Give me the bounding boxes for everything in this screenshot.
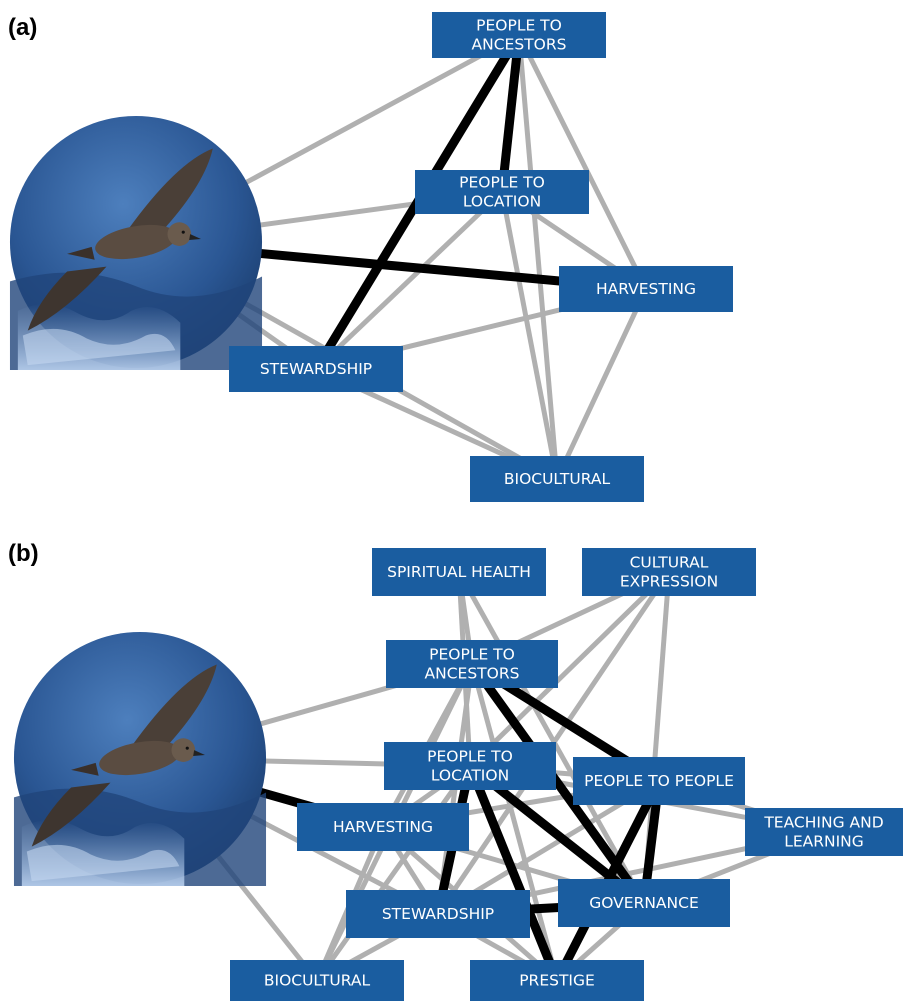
panel-a-node-stewardship-box — [229, 346, 403, 392]
panel-b-node-governance-box — [558, 879, 730, 927]
panel-b-node-harvesting-label-0: HARVESTING — [333, 818, 433, 836]
panel-b-node-stewardship-label-0: STEWARDSHIP — [382, 905, 494, 923]
panel-b-node-spiritual: SPIRITUAL HEALTH — [372, 548, 546, 596]
panel-b-node-prestige: PRESTIGE — [470, 960, 644, 1001]
panel-b-node-biocultural-label-0: BIOCULTURAL — [264, 972, 371, 990]
panel-b-node-prestige-box — [470, 960, 644, 1001]
panel-a-node-harvesting-box — [559, 266, 733, 312]
panel-b-node-location-label-1: LOCATION — [431, 767, 509, 785]
panel-a-node-harvesting-label-0: HARVESTING — [596, 280, 696, 298]
panel-a-node-harvesting: HARVESTING — [559, 266, 733, 312]
panel-a-node-biocultural-box — [470, 456, 644, 502]
panel-b-node-location-label-0: PEOPLE TO — [427, 748, 513, 766]
panel-b-node-cultural-label-0: CULTURAL — [630, 554, 709, 572]
panel-a-label: (a) — [8, 14, 38, 41]
panel-b-edge-cultural-location — [468, 570, 671, 768]
panel-b-bird-photo — [13, 631, 267, 886]
panel-b-node-spiritual-label-0: SPIRITUAL HEALTH — [387, 563, 531, 581]
panel-a-node-ancestors-label-1: ANCESTORS — [472, 36, 567, 54]
panel-b-edge-location-prestige — [465, 764, 562, 983]
panel-b-node-people-label-0: PEOPLE TO PEOPLE — [584, 772, 734, 790]
panel-b-node-stewardship-box — [346, 890, 530, 938]
panel-a-node-stewardship-label-0: STEWARDSHIP — [260, 360, 372, 378]
panel-a-node-ancestors-label-0: PEOPLE TO — [476, 17, 562, 35]
panel-a-node-biocultural: BIOCULTURAL — [470, 456, 644, 502]
panel-b-node-governance-label-0: GOVERNANCE — [589, 894, 699, 912]
panel-b-node-spiritual-box — [372, 548, 546, 596]
panel-a-node-location-box — [415, 170, 589, 214]
panel-a-edge-ancestors-location — [497, 34, 524, 193]
panel-b-node-governance: GOVERNANCE — [558, 879, 730, 927]
panel-b-node-biocultural-box — [230, 960, 404, 1001]
panel-a-node-location-label-0: PEOPLE TO — [459, 174, 545, 192]
panel-b-node-people-box — [573, 757, 745, 805]
panel-b-label: (b) — [8, 540, 39, 567]
panel-b-node-harvesting-box — [297, 803, 469, 851]
panel-a-edge-ancestors-biocultural — [516, 34, 560, 480]
panel-a-node-ancestors-box — [432, 12, 606, 58]
panel-b-node-prestige-label-0: PRESTIGE — [519, 972, 595, 990]
panel-b-node-teaching-label-1: LEARNING — [784, 833, 864, 851]
panel-b-node-location-box — [384, 742, 556, 790]
panel-b-node-people: PEOPLE TO PEOPLE — [573, 757, 745, 805]
panel-b-edge-spiritual-governance — [456, 570, 647, 905]
panel-a-node-biocultural-label-0: BIOCULTURAL — [504, 470, 611, 488]
panel-b-node-harvesting: HARVESTING — [297, 803, 469, 851]
panel-b-node-biocultural: BIOCULTURAL — [230, 960, 404, 1001]
panel-b-node-teaching-box — [745, 808, 903, 856]
panel-a-node-location-label-1: LOCATION — [463, 193, 541, 211]
panel-b-node-ancestors-label-0: PEOPLE TO — [429, 646, 515, 664]
panel-a-edge-location-biocultural — [499, 191, 560, 480]
panel-a-bird-photo — [9, 115, 263, 370]
panel-b-node-stewardship: STEWARDSHIP — [346, 890, 530, 938]
panel-b-edge-location-biocultural — [314, 764, 473, 982]
panel-b-edge-ancestors-prestige — [469, 663, 560, 982]
panel-a-edge-location-stewardship — [314, 190, 504, 371]
panel-b-node-cultural-label-1: EXPRESSION — [620, 573, 718, 591]
panel-b-node-teaching-label-0: TEACHING AND — [763, 814, 883, 832]
panel-a-edge-harvesting-biocultural — [554, 287, 649, 481]
panel-a-edge-ancestors-harvesting — [516, 33, 649, 291]
panel-b-node-cultural-box — [582, 548, 756, 596]
panel-b-node-ancestors-box — [386, 640, 558, 688]
panel-a-node-stewardship: STEWARDSHIP — [229, 346, 403, 392]
panel-b-node-ancestors-label-1: ANCESTORS — [425, 665, 520, 683]
